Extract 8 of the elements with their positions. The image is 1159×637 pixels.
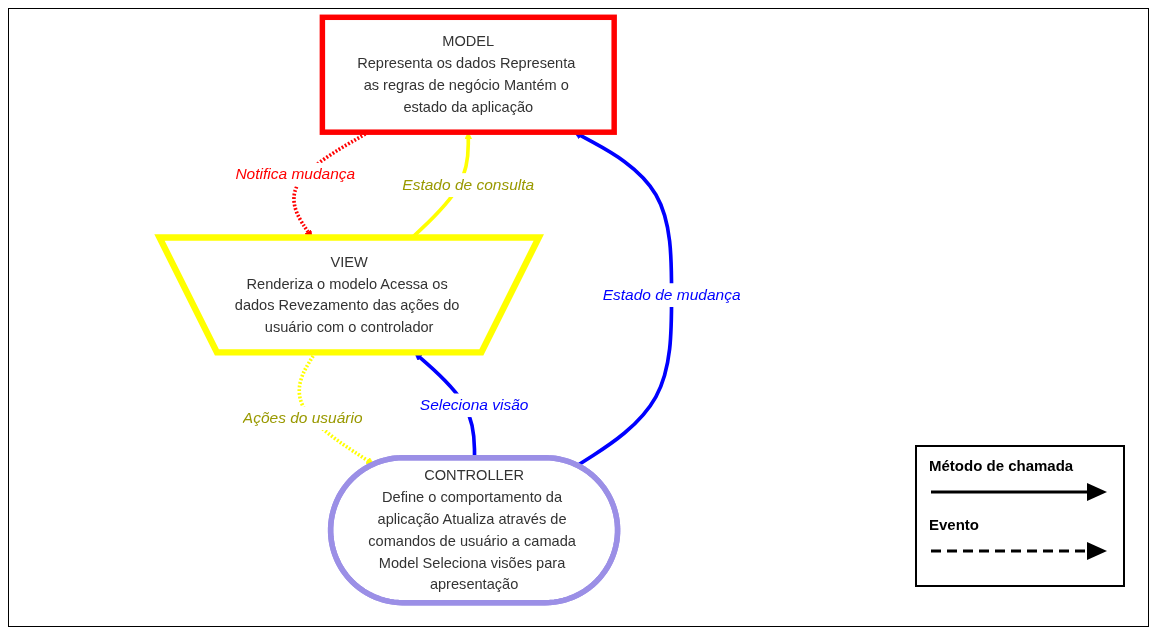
legend-text: Evento <box>929 516 980 533</box>
edge-label: Ações do usuário <box>242 409 363 427</box>
edge-label: Seleciona visão <box>419 396 529 414</box>
edge-label: Estado de consulta <box>402 175 535 194</box>
node-box: MODEL Representa os dados Representa as regras de negócio Mantém o estado da aplicação <box>319 14 617 135</box>
edge-label: Notifica mudança <box>235 165 356 183</box>
legend-text: Método de chamada <box>929 457 1075 474</box>
edge-label: Estado de mudança <box>602 286 741 304</box>
